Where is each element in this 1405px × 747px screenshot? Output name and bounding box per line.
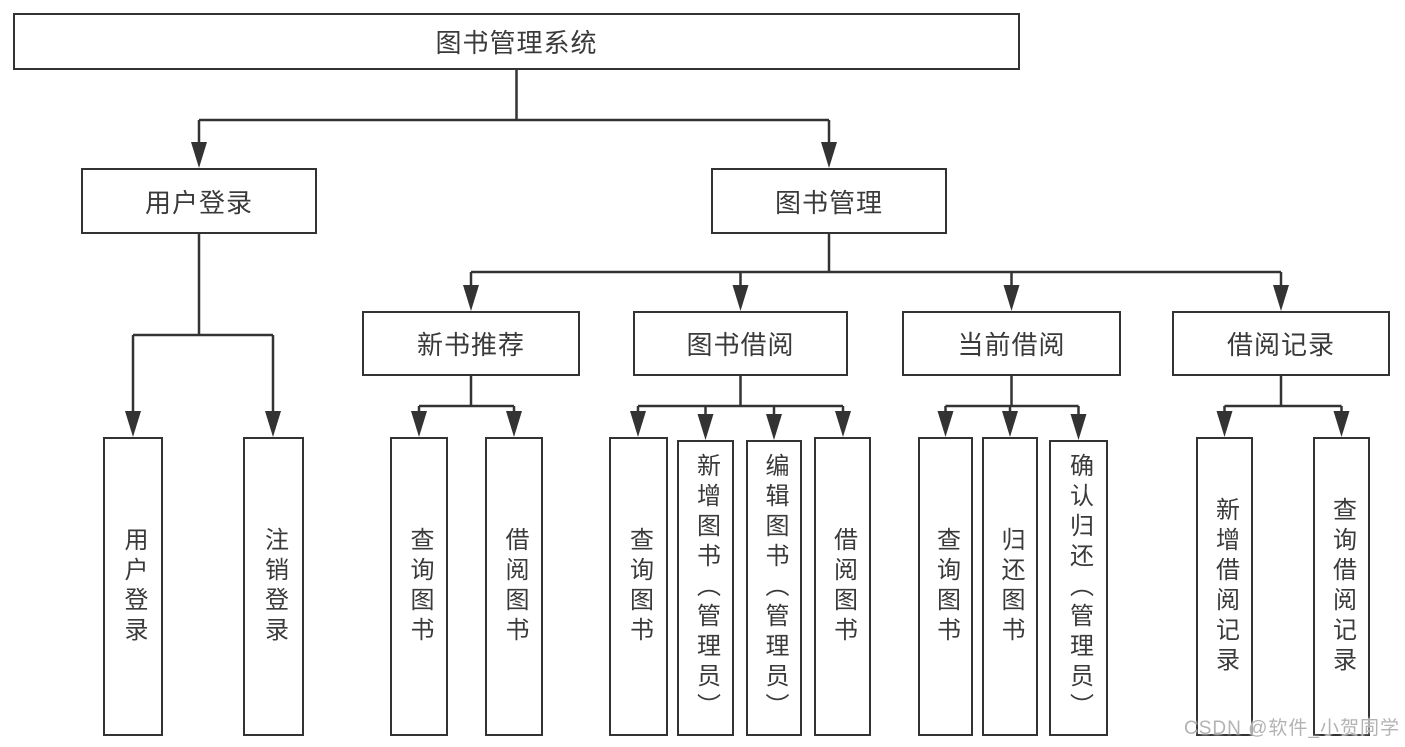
node-new-book-recommendation: 新书推荐 (362, 311, 580, 376)
leaf-add-books-admin: 新增图书（管理员） (677, 440, 734, 736)
node-book-borrowing: 图书借阅 (633, 311, 848, 376)
leaf-return-books: 归还图书 (982, 437, 1038, 736)
leaf-add-borrow-record: 新增借阅记录 (1196, 437, 1253, 736)
node-user-login: 用户登录 (81, 168, 317, 234)
leaf-query-books-current: 查询图书 (918, 437, 973, 736)
leaf-borrow-books-recommend: 借阅图书 (485, 437, 543, 736)
leaf-query-books-borrowing: 查询图书 (609, 437, 668, 736)
node-book-management: 图书管理 (711, 168, 947, 234)
connector-root-to-level2 (191, 70, 837, 168)
leaf-confirm-return-admin: 确认归还（管理员） (1049, 440, 1108, 736)
connector-user-login-to-leaves (125, 234, 281, 437)
node-root: 图书管理系统 (13, 13, 1020, 70)
leaf-query-books-recommend: 查询图书 (390, 437, 448, 736)
connector-book-mgmt-to-level3 (463, 234, 1289, 311)
leaf-query-borrow-record: 查询借阅记录 (1313, 437, 1370, 736)
leaf-edit-books-admin: 编辑图书（管理员） (746, 440, 802, 736)
leaf-logout: 注销登录 (243, 437, 304, 736)
connector-borrow-record-to-leaves (1216, 376, 1350, 437)
node-current-borrowing: 当前借阅 (902, 311, 1121, 376)
connector-current-borrow-to-leaves (937, 376, 1087, 440)
connector-book-borrow-to-leaves (630, 376, 851, 440)
leaf-borrow-books-borrowing: 借阅图书 (814, 437, 871, 736)
leaf-user-login: 用户登录 (103, 437, 163, 736)
connector-new-book-to-leaves (411, 376, 522, 437)
csdn-watermark: CSDN @软件_小贺同学 (1184, 718, 1400, 739)
node-borrowing-records: 借阅记录 (1172, 311, 1390, 376)
